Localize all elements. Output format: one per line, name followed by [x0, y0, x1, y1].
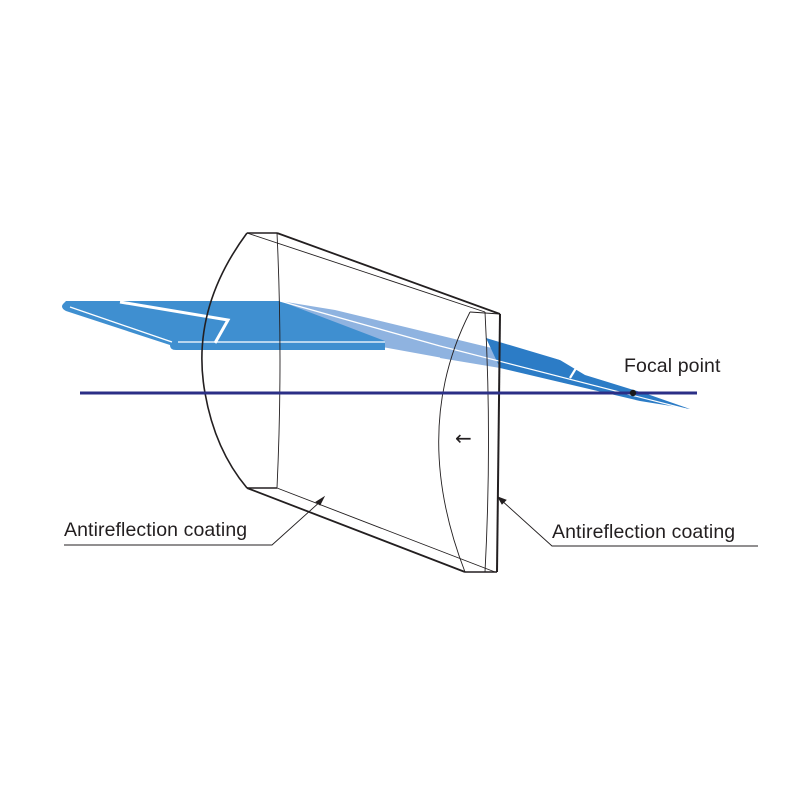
focal-point-label: Focal point: [624, 355, 721, 377]
antireflection-coating-label-entrance: Antireflection coating: [64, 519, 248, 541]
cylindrical-lens: [201, 232, 501, 573]
left-arrow-icon: ←: [455, 426, 472, 450]
focal-point-marker: [629, 389, 637, 397]
leader-left: [64, 495, 326, 546]
antireflection-coating-label-exit: Antireflection coating: [552, 521, 736, 543]
leader-right: [496, 496, 758, 547]
beam-inside-lens: [280, 301, 500, 368]
converging-beam: [439, 338, 690, 410]
incident-beam: [62, 300, 441, 359]
